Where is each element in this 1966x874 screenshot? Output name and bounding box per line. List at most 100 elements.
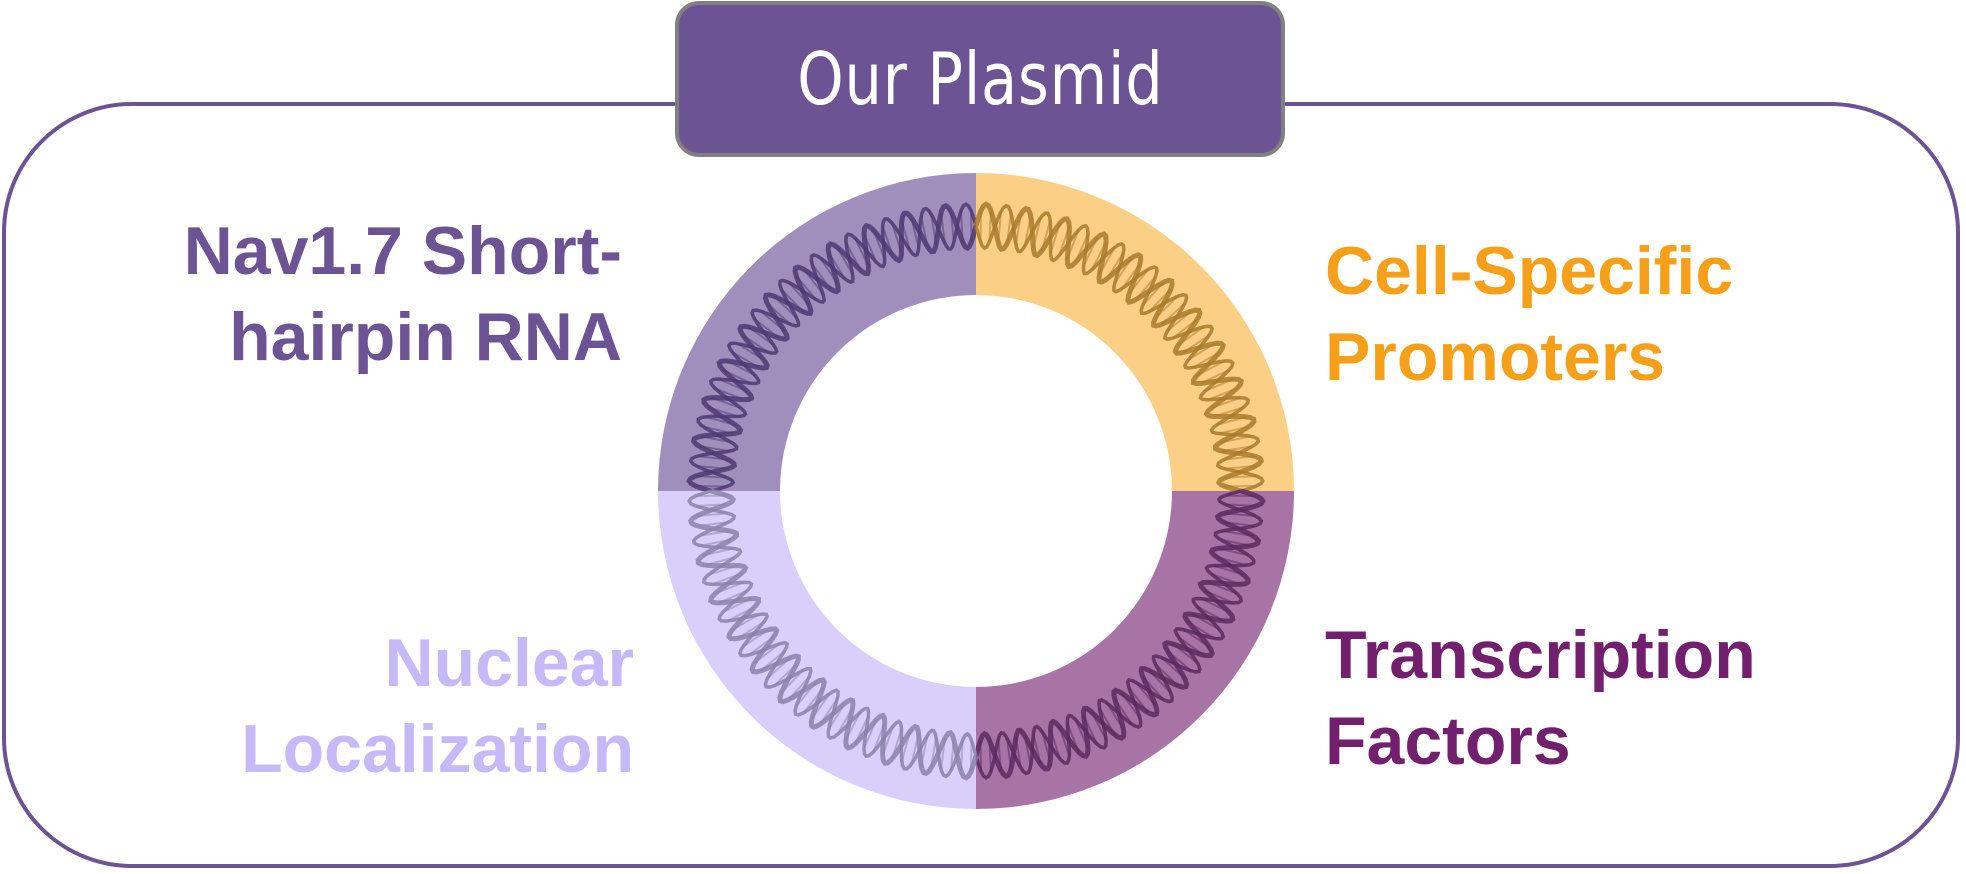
dna-base-pair-rung [1023, 735, 1032, 767]
dna-base-pair-rung [881, 725, 894, 756]
dna-base-pair-rung [700, 435, 732, 444]
dna-base-pair-rung [1172, 643, 1199, 664]
dna-base-pair-rung [1220, 538, 1252, 547]
dna-base-pair-rung [836, 246, 854, 275]
dna-base-pair-rung [1148, 288, 1172, 313]
dna-base-pair-rung [1224, 512, 1256, 518]
dna-base-pair-rung [811, 692, 831, 720]
dna-base-pair-rung [1014, 737, 1022, 769]
dna-base-pair-rung [827, 251, 846, 280]
dna-base-pair-rung [698, 529, 730, 537]
dna-base-pair-rung [722, 597, 752, 613]
dna-base-pair-rung [1220, 435, 1252, 444]
dna-base-pair-rung [1160, 302, 1186, 326]
dna-base-pair-rung [1177, 636, 1205, 656]
dna-base-pair-rung [900, 731, 911, 762]
dna-base-pair-rung [891, 728, 903, 760]
dna-base-pair-rung [1058, 725, 1071, 756]
dna-base-pair-rung [780, 288, 804, 313]
dna-base-pair-rung [1082, 237, 1098, 267]
label-promoters-line-1: Cell-Specific [1325, 233, 1734, 309]
ring-segment-top-right [976, 173, 1294, 491]
dna-base-pair-rung [811, 262, 831, 290]
dna-base-pair-rung [711, 573, 742, 586]
label-transcription-factors-line-1: Transcription [1325, 617, 1756, 693]
dna-base-pair-rung [1218, 425, 1250, 435]
dna-base-pair-rung [988, 210, 993, 242]
dna-base-pair-rung [736, 621, 765, 640]
dna-base-pair-rung [1222, 445, 1254, 453]
dna-base-pair-rung [787, 281, 811, 307]
label-shrna-line-1: Nav1.7 Short- [183, 213, 622, 289]
dna-base-pair-rung [695, 503, 727, 508]
dna-base-pair-rung [1200, 597, 1230, 613]
dna-base-pair-rung [1032, 217, 1042, 249]
dna-base-pair-rung [795, 681, 817, 707]
dna-base-pair-rung [705, 556, 736, 567]
dna-base-pair-rung [959, 740, 964, 772]
dna-base-pair-rung [773, 663, 798, 687]
dna-base-pair-rung [1196, 360, 1226, 377]
dna-base-pair-rung [1207, 387, 1238, 401]
dna-base-pair-rung [1032, 733, 1042, 765]
dna-base-pair-rung [940, 738, 946, 770]
dna-helix-strand-icon [688, 202, 978, 493]
dna-base-pair-rung [1098, 246, 1116, 275]
dna-base-pair-rung [1204, 589, 1234, 604]
dna-base-pair-rung [819, 697, 839, 725]
label-promoters-line-2: Promoters [1325, 319, 1666, 395]
dna-base-pair-rung [742, 628, 770, 648]
dna-base-pair-rung [1192, 351, 1221, 369]
dna-base-pair-rung [997, 739, 1003, 771]
dna-base-pair-rung [718, 589, 748, 604]
dna-base-pair-rung [1058, 226, 1071, 257]
dna-base-pair-rung [1166, 650, 1192, 672]
ring-segment-bottom-right [976, 491, 1294, 809]
ring-segment-bottom-left [658, 491, 976, 809]
dna-base-pair-rung [1023, 215, 1032, 247]
label-shrna-line-2: hairpin RNA [229, 299, 622, 375]
dna-base-pair-rung [940, 212, 946, 244]
dna-base-pair-rung [753, 643, 780, 664]
dna-base-pair-rung [949, 739, 955, 771]
dna-base-pair-rung [930, 213, 938, 245]
dna-base-pair-rung [707, 406, 739, 418]
dna-base-pair-rung [1225, 484, 1257, 488]
dna-base-pair-rung [695, 474, 727, 479]
dna-base-pair-rung [742, 334, 770, 354]
dna-base-pair-rung [1166, 310, 1192, 332]
dna-helix-strand-icon [974, 489, 1264, 780]
label-promoters: Cell-Specific Promoters [1325, 228, 1733, 400]
label-nuclear-localization-line-1: Nuclear [384, 625, 634, 701]
dna-base-pair-rung [1141, 675, 1165, 701]
dna-base-pair-rung [707, 564, 739, 576]
dna-base-pair-rung [1204, 378, 1234, 393]
dna-base-pair-rung [1182, 334, 1210, 354]
dna-base-pair-rung [1106, 251, 1125, 280]
dna-base-pair-rung [930, 737, 938, 769]
ring-segment-top-left [658, 173, 976, 491]
dna-base-pair-rung [1160, 656, 1186, 680]
dna-base-pair-rung [803, 268, 824, 295]
dna-base-pair-rung [1216, 415, 1247, 426]
dna-base-pair-rung [1082, 715, 1098, 745]
dna-base-pair-rung [705, 415, 736, 426]
dna-base-pair-rung [1213, 406, 1245, 418]
dna-base-pair-rung [1200, 369, 1230, 385]
label-nuclear-localization: Nuclear Localization [241, 620, 634, 792]
dna-base-pair-rung [795, 275, 817, 301]
dna-base-pair-rung [1225, 503, 1257, 508]
dna-base-pair-rung [773, 295, 798, 319]
dna-helix-strand-icon [687, 489, 978, 779]
dna-base-pair-rung [1225, 494, 1257, 498]
dna-base-pair-rung [766, 302, 792, 326]
dna-base-pair-rung [1182, 628, 1210, 648]
dna-base-pair-rung [1066, 722, 1080, 753]
dna-base-pair-rung [1224, 464, 1256, 470]
dna-base-pair-rung [695, 494, 727, 498]
dna-base-pair-rung [979, 210, 983, 242]
dna-base-pair-rung [1074, 233, 1089, 263]
diagram-title: Our Plasmid [796, 37, 1164, 121]
dna-base-pair-rung [1006, 212, 1012, 244]
dna-base-pair-rung [1121, 262, 1141, 290]
